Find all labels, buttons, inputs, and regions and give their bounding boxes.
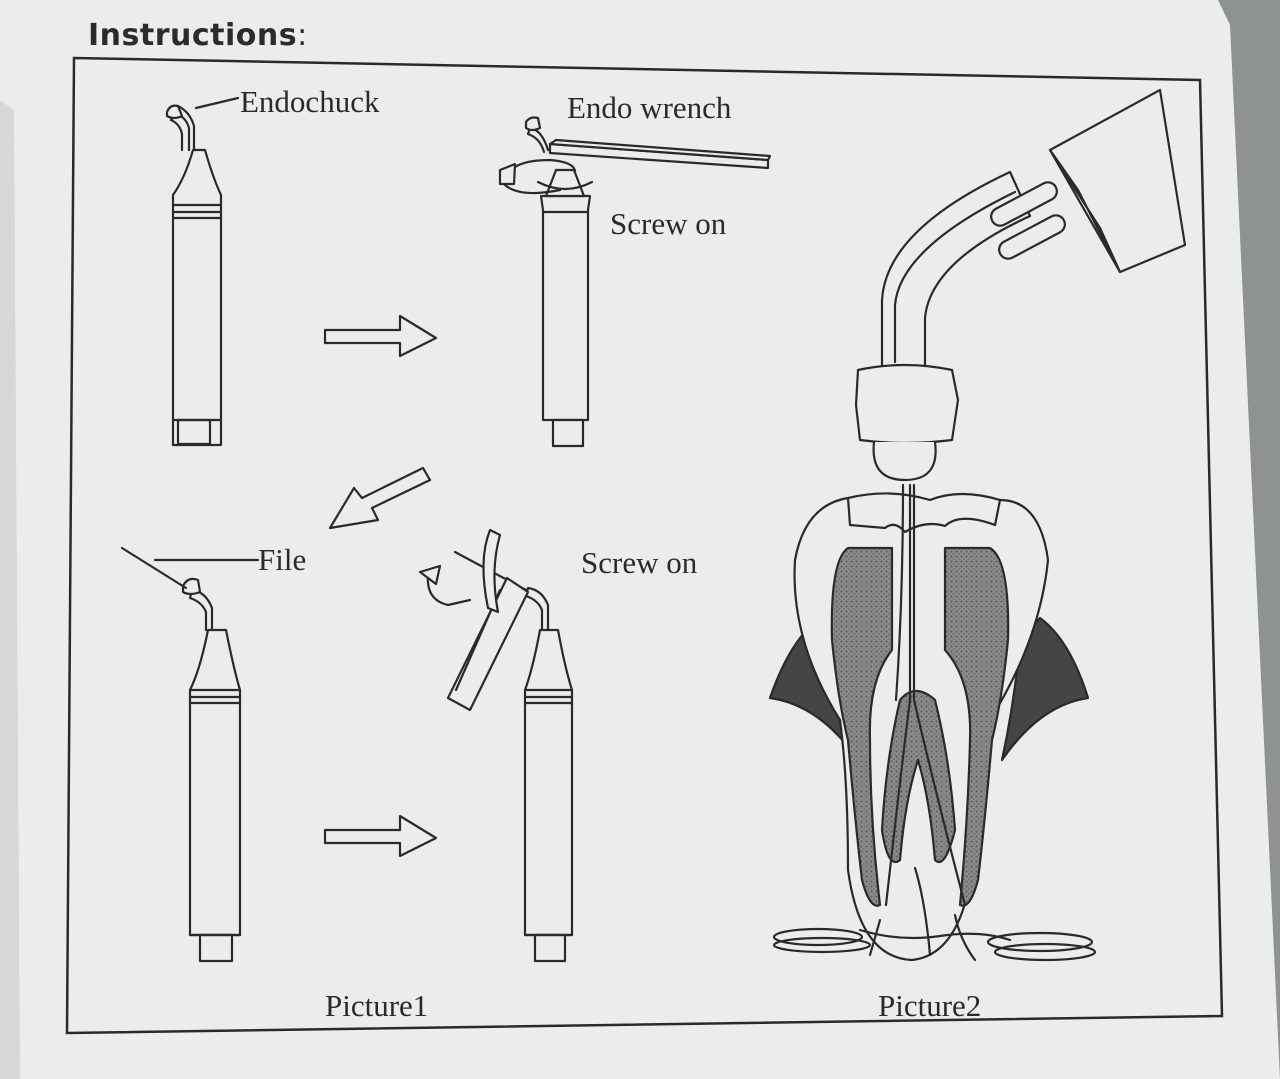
right-arrow-icon — [323, 814, 438, 858]
handpiece-icon — [120, 546, 242, 963]
handpiece-icon — [524, 116, 594, 448]
label-screw-on-top: Screw on — [610, 206, 727, 241]
heading-colon: : — [297, 18, 308, 53]
tooth-icon — [768, 483, 1097, 962]
rotation-arrow-icon — [498, 158, 577, 195]
label-screw-on-bottom: Screw on — [581, 545, 698, 580]
heading-text: Instructions — [88, 18, 298, 53]
label-endochuck: Endochuck — [240, 84, 380, 119]
down-left-arrow-icon — [328, 466, 432, 530]
label-picture1: Picture1 — [325, 988, 429, 1023]
label-endo-wrench: Endo wrench — [567, 90, 732, 125]
label-picture2: Picture2 — [878, 988, 982, 1023]
rotation-arrow-icon — [418, 528, 502, 614]
card-shadow — [0, 100, 20, 1079]
instructions-heading: Instructions: — [88, 18, 308, 53]
diagram-frame — [65, 56, 1224, 1035]
handpiece-icon — [165, 104, 223, 447]
ultrasonic-tip-icon — [854, 88, 1187, 482]
right-arrow-icon — [323, 314, 438, 358]
endochuck-leader — [194, 96, 240, 110]
handpiece-icon — [453, 550, 574, 963]
label-file: File — [258, 542, 307, 577]
wrench-icon — [548, 138, 772, 170]
